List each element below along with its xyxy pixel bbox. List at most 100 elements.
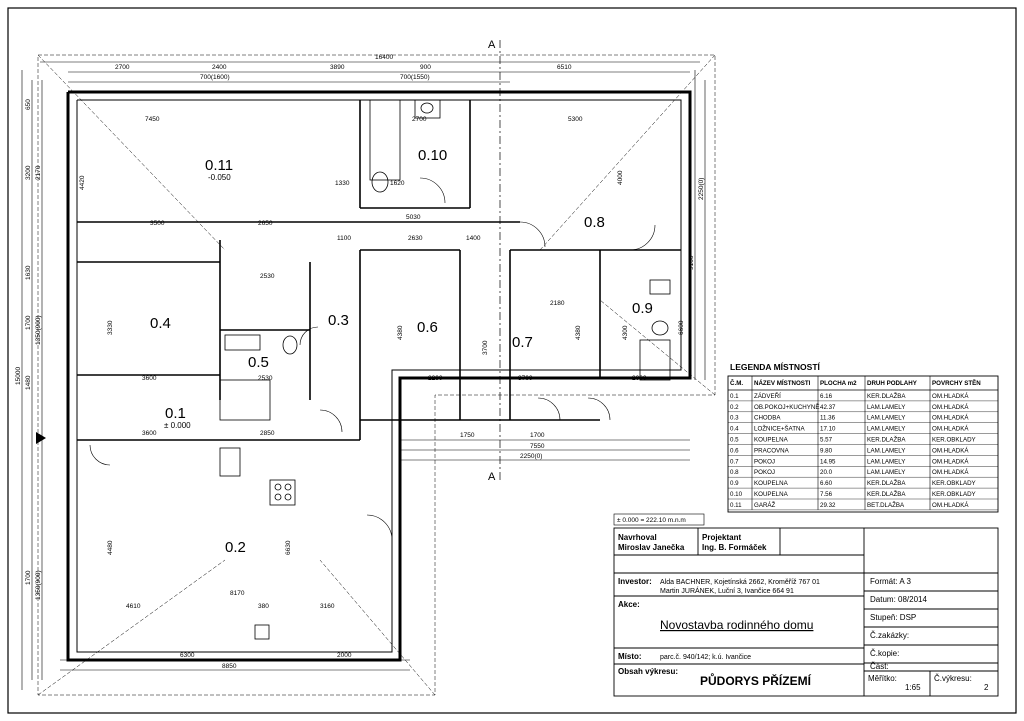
meritko-label: Měřítko:	[868, 674, 897, 683]
room-label-0-10: 0.10	[418, 147, 447, 164]
cast-field: Část:	[870, 662, 889, 671]
legend-cell: CHODBA	[754, 415, 781, 422]
section-mark-top: A	[488, 39, 496, 51]
room-label-0-5: 0.5	[248, 354, 269, 371]
legend-cell: LAM.LAMELY	[867, 404, 905, 411]
legend-cell: 11.36	[820, 415, 836, 422]
legend-cell: POKOJ	[754, 469, 775, 476]
legend-cell: 0.3	[730, 415, 739, 422]
dim-right: 2250(0)	[698, 178, 705, 200]
legend-cell: 14.95	[820, 458, 836, 465]
dim-inner-v: 4380	[575, 325, 582, 340]
legend-cell: KER.OBKLADY	[932, 480, 976, 487]
legend-cell: OB.POKOJ+KUCHYNĚ	[754, 403, 820, 411]
room-label-0-6: 0.6	[417, 319, 438, 336]
legend-cell: 0.1	[730, 393, 739, 400]
legend-cell: KOUPELNA	[754, 491, 789, 498]
dim-inner: 2850	[260, 430, 275, 437]
dim-left: 1480	[25, 375, 32, 390]
kopie-field: Č.kopie:	[870, 649, 899, 658]
dim-inner-v: 4480	[107, 540, 114, 555]
legend-header: Č.M.	[730, 380, 743, 387]
akce-value: Novostavba rodinného domu	[660, 618, 813, 632]
stupen-field: Stupeň: DSP	[870, 613, 916, 622]
entry-arrow-icon	[36, 432, 46, 444]
roof-outline	[37, 54, 716, 696]
legend-cell: 5.57	[820, 437, 833, 444]
legend-cell: KOUPELNA	[754, 480, 789, 487]
room-label-0-11: 0.11	[205, 157, 233, 174]
interior-walls	[77, 100, 681, 441]
dim-left: 3200	[25, 165, 32, 180]
dim-bottom: 2000	[337, 652, 352, 659]
dim-left: 650	[25, 99, 32, 110]
legend-cell: OM.HLADKÁ	[932, 426, 969, 433]
obsah-label: Obsah výkresu:	[618, 667, 678, 676]
dim-inner: 2180	[550, 300, 565, 307]
section-mark-bottom: A	[488, 471, 496, 483]
dim-inner: 8170	[230, 590, 245, 597]
legend-cell: 29.32	[820, 502, 836, 509]
dim-inner: 2290	[428, 375, 443, 382]
legend-cell: 20.0	[820, 469, 833, 476]
misto-label: Místo:	[618, 652, 642, 661]
dim-left: 1700	[25, 570, 32, 585]
dim-inner: 2700	[412, 116, 427, 123]
dim-inner: 2530	[258, 375, 273, 382]
legend-cell: OM.HLADKÁ	[932, 393, 969, 400]
projektant-label: Projektant	[702, 533, 741, 542]
legend-cell: 7.56	[820, 491, 833, 498]
exterior-walls	[66, 90, 692, 662]
dimension-lines	[21, 61, 706, 690]
vykresu-value: 2	[984, 683, 989, 692]
dim-inner-v: 4000	[617, 170, 624, 185]
room-label-0-2: 0.2	[225, 539, 246, 556]
legend-cell: OM.HLADKÁ	[932, 458, 969, 465]
dim-left: 1630	[25, 265, 32, 280]
dim-inner-v: 4300	[622, 325, 629, 340]
legend-cell: 6.60	[820, 480, 833, 487]
dim-left: 15000	[15, 367, 22, 385]
dim-inner: 2530	[260, 273, 275, 280]
legend-cell: POKOJ	[754, 458, 775, 465]
legend-cell: LAM.LAMELY	[867, 415, 905, 422]
dim-inner: 7450	[145, 116, 160, 123]
legend-cell: OM.HLADKÁ	[932, 404, 969, 411]
dim-inner: 5300	[568, 116, 583, 123]
dim-inner: 3600	[142, 375, 157, 382]
dim-overall: 16400	[375, 54, 393, 61]
dim-inner-v: 6630	[285, 540, 292, 555]
dim-top: 3890	[330, 64, 345, 71]
dim-left: 1700	[25, 315, 32, 330]
dim-top: 700(1550)	[400, 74, 430, 81]
dim-bottom: 1700	[530, 432, 545, 439]
dim-top: 2400	[212, 64, 227, 71]
projektant-name: Ing. B. Formáček	[702, 543, 767, 552]
obsah-value: PŮDORYS PŘÍZEMÍ	[700, 672, 812, 688]
dim-top: 2700	[115, 64, 130, 71]
dim-inner: 1100	[337, 235, 351, 242]
dim-inner: 3160	[320, 603, 335, 610]
legend-cell: 0.6	[730, 447, 739, 454]
dim-inner: 2630	[408, 235, 423, 242]
vykresu-label: Č.výkresu:	[934, 674, 972, 683]
room-label-0-7: 0.7	[512, 334, 533, 351]
dim-left: 1350(900)	[35, 315, 42, 345]
dim-inner: 2650	[258, 220, 273, 227]
legend-cell: OM.HLADKÁ	[932, 502, 969, 509]
legend-cell: LAM.LAMELY	[867, 447, 905, 454]
exterior-walls-inner	[76, 99, 682, 653]
elevation-note-box	[613, 513, 705, 526]
datum-field: Datum: 08/2014	[870, 595, 927, 604]
legend-cell: OM.HLADKÁ	[932, 447, 969, 454]
dim-top: 700(1600)	[200, 74, 230, 81]
format-field: Formát: A 3	[870, 577, 911, 586]
legend-cell: 17.10	[820, 426, 836, 433]
legend-cell: LAM.LAMELY	[867, 469, 905, 476]
legend-cell: 42.37	[820, 404, 836, 411]
dim-bottom: 6300	[180, 652, 195, 659]
dim-bottom: 8850	[222, 663, 237, 670]
investor-line2: Martin JURÁNEK, Luční 3, Ivančice 664 91	[660, 586, 794, 595]
dim-top: 900	[420, 64, 431, 71]
